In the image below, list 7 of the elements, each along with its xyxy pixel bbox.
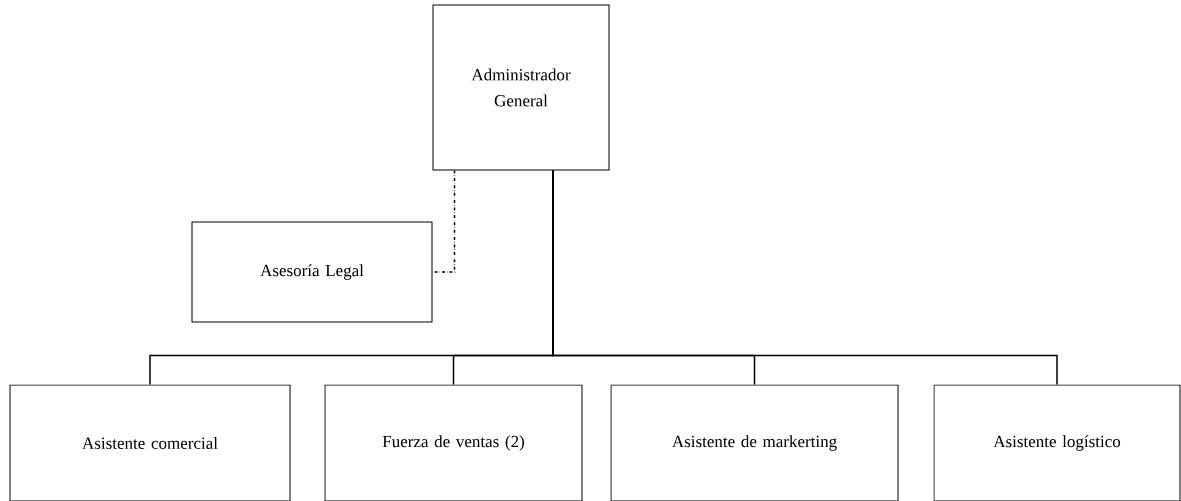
org-box: Asistente logístico [933, 384, 1181, 501]
org-box: Asistente comercial [9, 384, 291, 501]
org-box: Asesoría Legal [191, 221, 433, 323]
connector-line [552, 169, 1058, 386]
org-box: Fuerza de ventas (2) [324, 384, 583, 501]
org-box: Administrador General [432, 4, 610, 171]
org-box: Asistente de markerting [610, 384, 899, 501]
